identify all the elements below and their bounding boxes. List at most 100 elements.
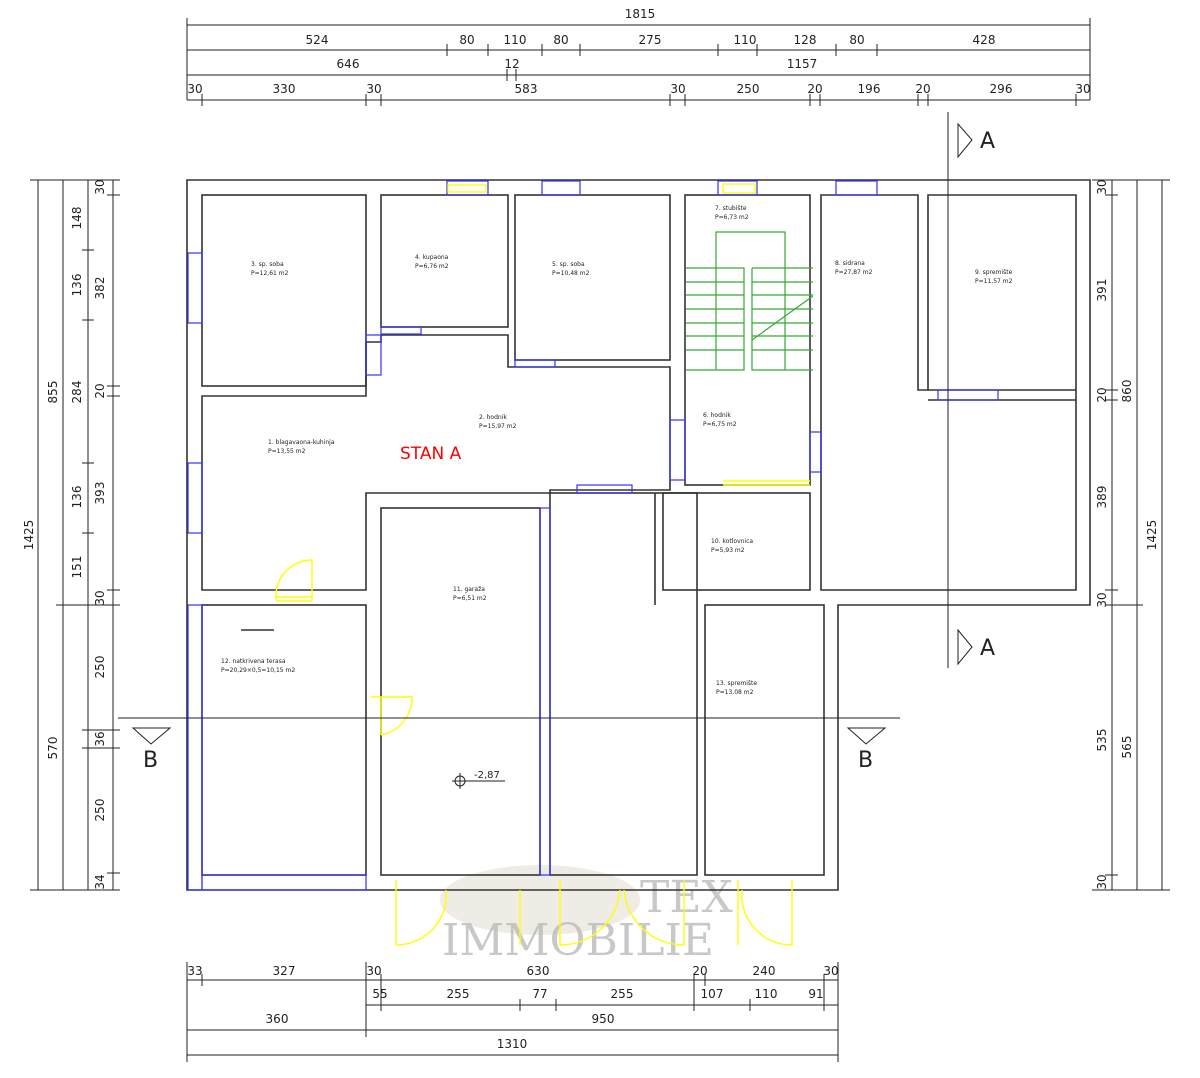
svg-text:3. sp. soba: 3. sp. soba [251, 261, 284, 268]
dim: 20 [1095, 387, 1109, 402]
dim: 80 [849, 33, 864, 47]
dim: 646 [337, 57, 360, 71]
dim: 20 [93, 383, 107, 398]
section-label-a: A [980, 636, 995, 661]
dim: 110 [734, 33, 757, 47]
section-label-a: A [980, 129, 995, 154]
svg-text:8. sidrana: 8. sidrana [835, 260, 865, 267]
svg-text:2. hodnik: 2. hodnik [479, 414, 507, 421]
top-dimensions: 1815 524 80 110 80 275 110 128 80 428 64… [186, 7, 1091, 106]
section-label-b: B [858, 748, 873, 773]
section-label-b: B [143, 748, 158, 773]
svg-text:P=6,76 m2: P=6,76 m2 [415, 263, 449, 270]
dim: 1425 [1145, 520, 1159, 551]
dim: 136 [70, 274, 84, 297]
dim: 583 [515, 82, 538, 96]
dim: 535 [1095, 729, 1109, 752]
svg-text:P=6,75 m2: P=6,75 m2 [703, 421, 737, 428]
dim: 30 [1095, 874, 1109, 889]
dim: 55 [372, 987, 387, 1001]
dim: 565 [1120, 736, 1134, 759]
dim: 391 [1095, 279, 1109, 302]
dim: 240 [753, 964, 776, 978]
dim: 80 [459, 33, 474, 47]
dim: 855 [46, 381, 60, 404]
dim: 20 [692, 964, 707, 978]
svg-text:P=6,51 m2: P=6,51 m2 [453, 595, 487, 602]
dim: 30 [93, 179, 107, 194]
dim: 30 [1095, 592, 1109, 607]
dim: 33 [187, 964, 202, 978]
svg-text:5. sp. soba: 5. sp. soba [552, 261, 585, 268]
dim: 30 [670, 82, 685, 96]
walls [186, 179, 1091, 891]
dim: 570 [46, 737, 60, 760]
dim: 80 [553, 33, 568, 47]
dim: 393 [93, 482, 107, 505]
svg-text:9. spremište: 9. spremište [975, 269, 1013, 276]
dim: 30 [187, 82, 202, 96]
svg-text:P=20,29×0,5=10,15 m2: P=20,29×0,5=10,15 m2 [221, 667, 295, 674]
dim: 630 [527, 964, 550, 978]
dim: 110 [504, 33, 527, 47]
svg-text:12. natkrivena terasa: 12. natkrivena terasa [221, 658, 286, 665]
stairs [686, 231, 814, 371]
dim: 1425 [22, 520, 36, 551]
bottom-dimensions: 33 327 30 630 20 240 30 55 255 77 255 10… [186, 962, 839, 1062]
dim: 360 [266, 1012, 289, 1026]
svg-text:P=5,93 m2: P=5,93 m2 [711, 547, 745, 554]
dim: 136 [70, 486, 84, 509]
apartment-title: STAN A [400, 444, 462, 464]
dim: 524 [306, 33, 329, 47]
dim: 382 [93, 277, 107, 300]
dim: 250 [737, 82, 760, 96]
dim: 330 [273, 82, 296, 96]
dim: 30 [366, 964, 381, 978]
dim: 860 [1120, 380, 1134, 403]
watermark: TEX IMMOBILIE [440, 865, 733, 966]
svg-text:P=15,97 m2: P=15,97 m2 [479, 423, 517, 430]
dim: 196 [858, 82, 881, 96]
svg-text:6. hodnik: 6. hodnik [703, 412, 731, 419]
svg-text:4. kupaona: 4. kupaona [415, 254, 449, 261]
svg-text:13. spremište: 13. spremište [716, 680, 757, 687]
svg-text:P=10,48 m2: P=10,48 m2 [552, 270, 590, 277]
svg-text:1. blagavaona-kuhinja: 1. blagavaona-kuhinja [268, 439, 335, 446]
dim: 30 [1095, 179, 1109, 194]
dim: 12 [504, 57, 519, 71]
elevation-value: -2,87 [474, 770, 500, 781]
dim: 20 [807, 82, 822, 96]
watermark-line2: IMMOBILIE [442, 915, 714, 966]
watermark-line1: TEX [640, 872, 733, 923]
dim: 30 [366, 82, 381, 96]
dim: 255 [611, 987, 634, 1001]
dim: 36 [93, 731, 107, 746]
dim: 77 [532, 987, 547, 1001]
section-lines: A A B B [118, 112, 995, 773]
dim: 91 [808, 987, 823, 1001]
doors [275, 183, 810, 946]
svg-text:P=12,61 m2: P=12,61 m2 [251, 270, 289, 277]
dim: 128 [794, 33, 817, 47]
left-dimensions: 1425 855 570 148 136 284 136 151 250 36 … [22, 179, 120, 891]
dim: 30 [93, 590, 107, 605]
dim: 34 [93, 874, 107, 889]
svg-text:P=27,87 m2: P=27,87 m2 [835, 269, 873, 276]
dim: 296 [990, 82, 1013, 96]
dim: 950 [592, 1012, 615, 1026]
dim: 20 [915, 82, 930, 96]
dim: 30 [823, 964, 838, 978]
